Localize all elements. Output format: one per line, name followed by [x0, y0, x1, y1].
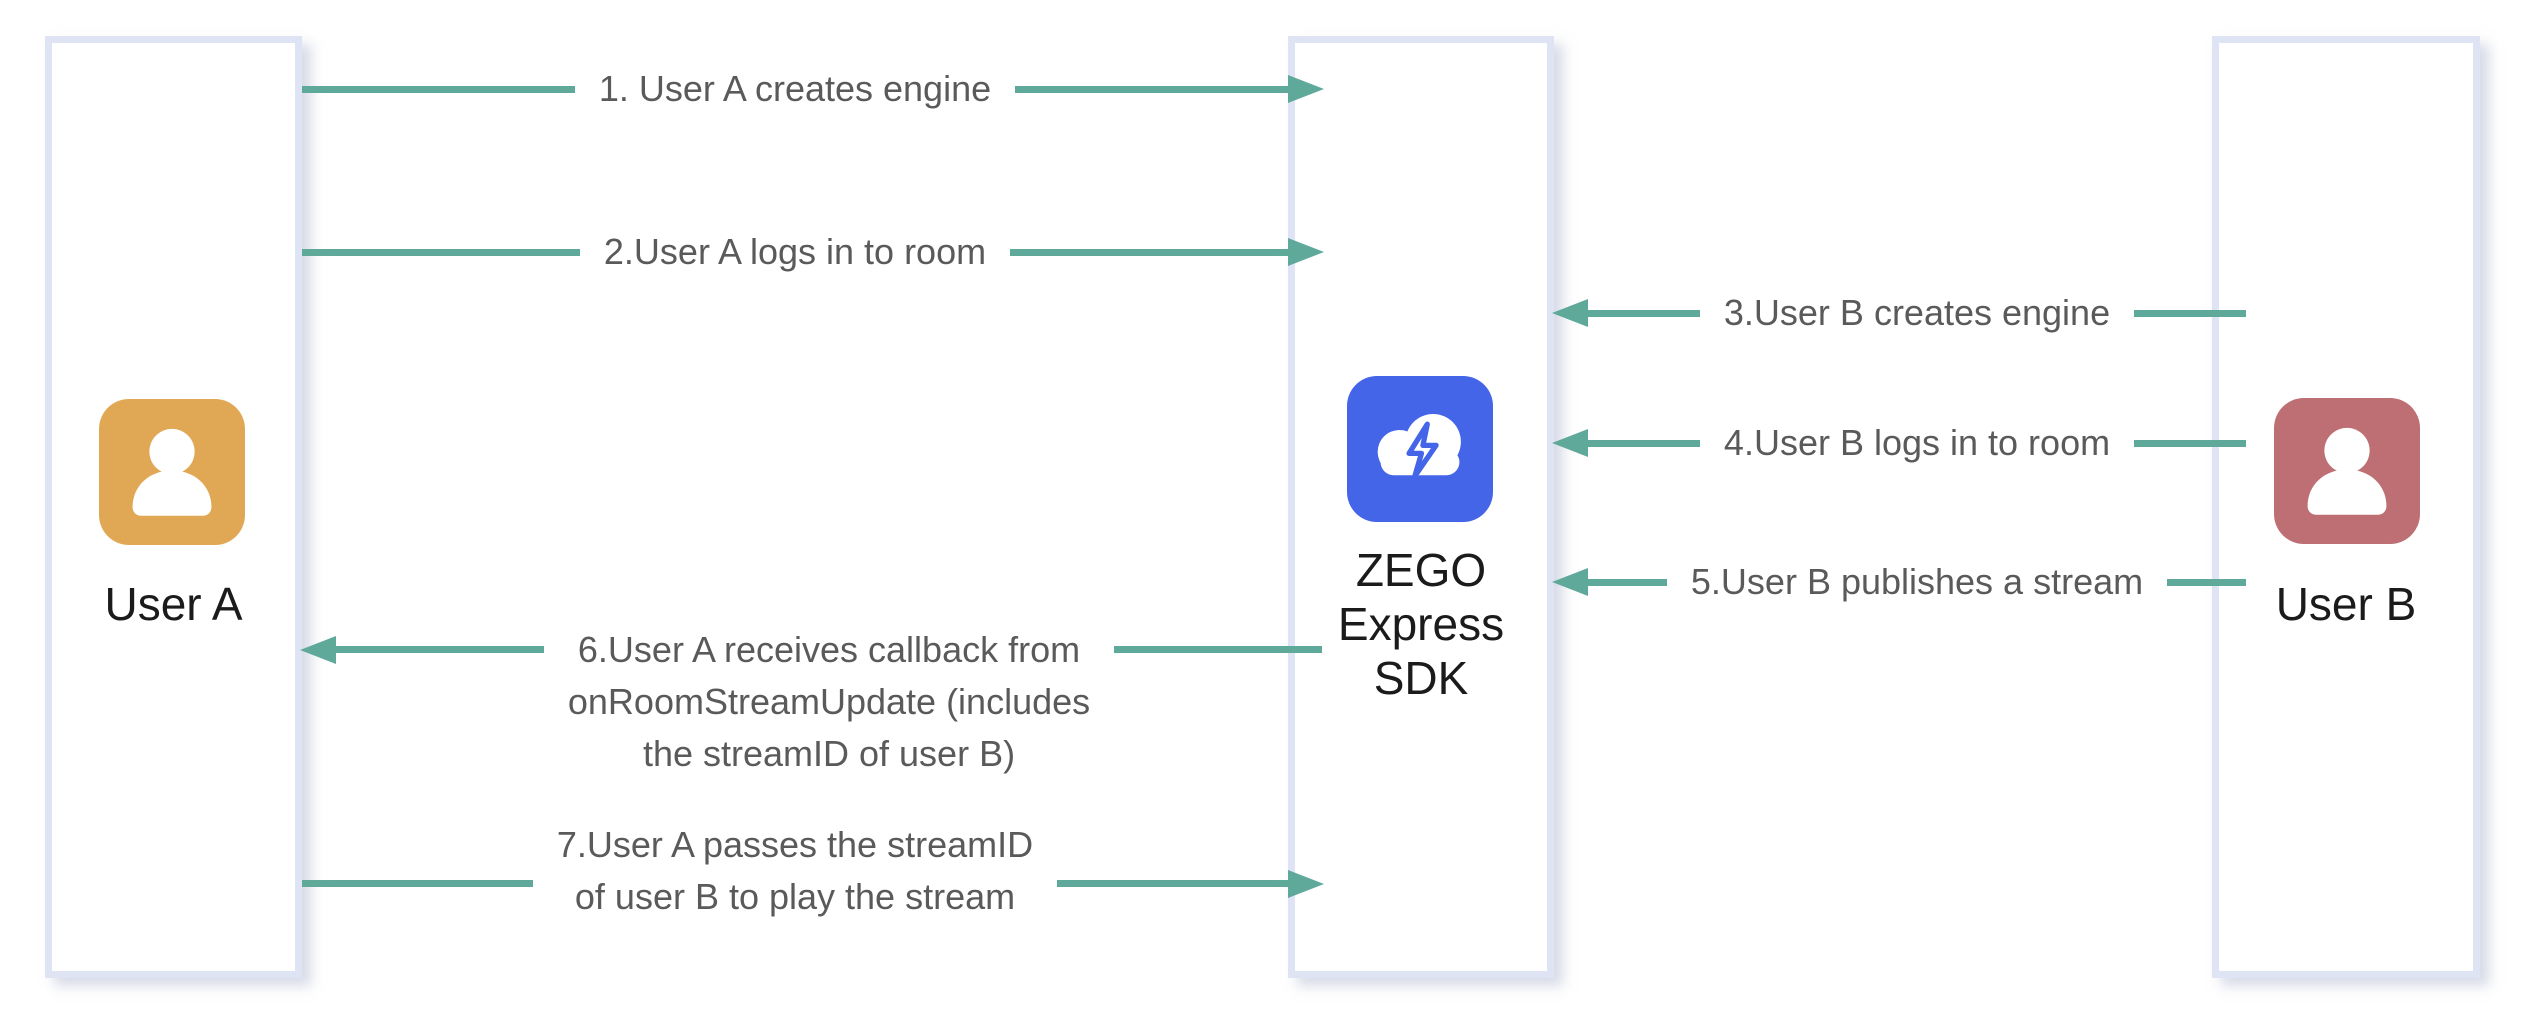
- arrow-left-icon: [1588, 309, 1700, 317]
- message-label: 4.User B logs in to room: [1723, 422, 2111, 463]
- arrow-line: [2134, 309, 2246, 317]
- arrow-line: [2134, 439, 2246, 447]
- sdk-label-line: ZEGO: [1355, 544, 1487, 596]
- message-label: 3.User B creates engine: [1723, 292, 2111, 333]
- arrow-line: [302, 248, 580, 256]
- arrow-right-icon: [1010, 248, 1288, 256]
- message-label: 1. User A creates engine: [598, 68, 992, 109]
- message-label-line: onRoomStreamUpdate (includes: [567, 681, 1091, 722]
- message-row-4: 4.User B logs in to room: [1554, 417, 2246, 469]
- message-label: 6.User A receives callback from onRoomSt…: [568, 624, 1090, 780]
- arrow-left-icon: [1588, 439, 1700, 447]
- message-row-6: 6.User A receives callback from onRoomSt…: [302, 624, 1323, 780]
- arrow-line: [1114, 646, 1323, 653]
- message-label: 7.User A passes the streamID of user B t…: [557, 819, 1033, 923]
- actor-label-sdk: ZEGO Express SDK: [1288, 543, 1554, 705]
- message-row-3: 3.User B creates engine: [1554, 287, 2246, 339]
- message-row-7: 7.User A passes the streamID of user B t…: [302, 819, 1322, 923]
- sdk-label-line: Express: [1337, 598, 1505, 650]
- message-label-line: of user B to play the stream: [574, 876, 1016, 917]
- actor-label-user-a: User A: [104, 578, 243, 630]
- arrow-right-icon: [1015, 85, 1288, 93]
- actor-label-user-b: User B: [2275, 578, 2417, 630]
- message-label-line: 6.User A receives callback from: [577, 629, 1081, 670]
- arrow-right-icon: [1057, 880, 1288, 887]
- arrow-line: [302, 85, 575, 93]
- message-row-2: 2.User A logs in to room: [302, 226, 1322, 278]
- arrow-left-icon: [336, 646, 544, 653]
- message-label-line: 7.User A passes the streamID: [556, 824, 1034, 865]
- message-label: 2.User A logs in to room: [603, 231, 987, 272]
- cloud-lightning-icon: [1347, 376, 1493, 522]
- arrow-line: [2167, 578, 2247, 586]
- message-label-line: the streamID of user B): [642, 733, 1016, 774]
- message-label: 5.User B publishes a stream: [1690, 561, 2144, 602]
- arrow-line: [302, 880, 533, 887]
- person-icon: [2274, 398, 2420, 544]
- message-row-1: 1. User A creates engine: [302, 63, 1322, 115]
- arrow-left-icon: [1588, 578, 1667, 586]
- person-icon: [99, 399, 245, 545]
- sdk-label-line: SDK: [1373, 652, 1469, 704]
- message-row-5: 5.User B publishes a stream: [1554, 556, 2247, 608]
